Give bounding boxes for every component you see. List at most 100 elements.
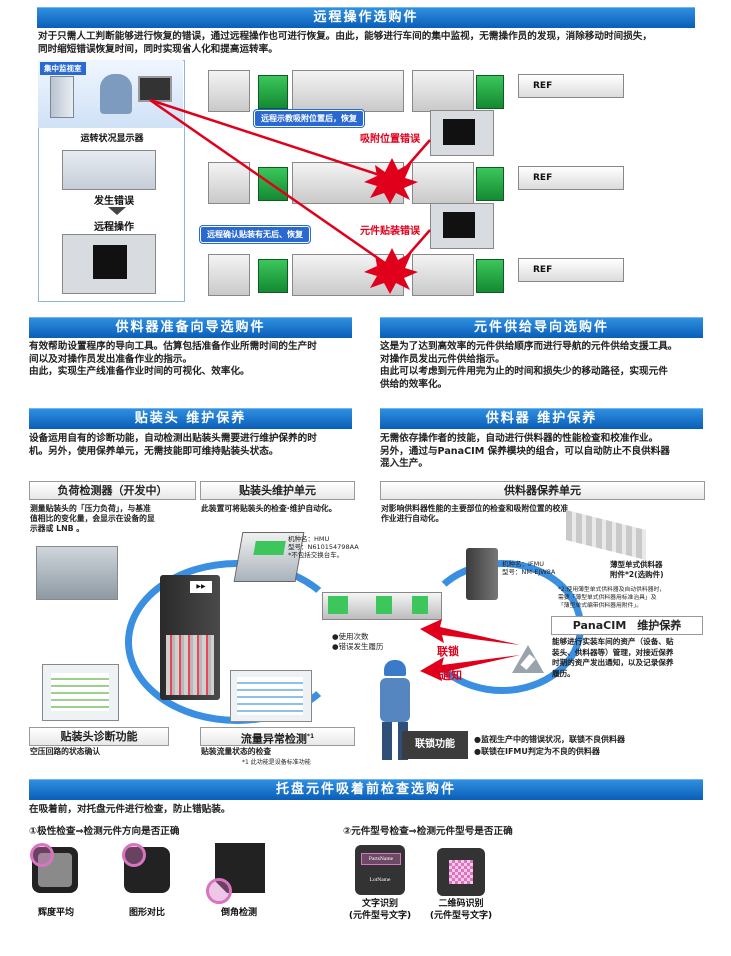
diag-title: 贴装头诊断功能 [29,727,169,746]
head-model-line3: *不包括交换台车。 [288,551,344,559]
remote-desc: 对于只需人工判断能够进行恢复的错误，通过远程操作也可进行恢复。由此，能够进行车间… [38,31,718,56]
flow-screen [230,670,312,722]
tape-feeder-label: 薄型单式供料器 附件*2(选购件) [610,560,700,580]
flow-desc: 贴装流量状态的检查 [201,747,272,756]
supply-guide-line2: 对操作员发出元件供给指示。 [380,353,505,365]
brightness-average-icon [30,843,78,893]
ref-label-1: REF [518,74,624,98]
diag-screen [42,664,119,721]
panacim-line1: 能够进行实装车间的资产（设备、贴 [552,637,674,646]
interlock-func-badge: 联锁功能 [402,731,468,759]
status-display-screen [62,150,156,190]
qr-recognition-icon [437,848,485,896]
head-model-line2: 型号：N610154798AA [288,543,359,551]
qr-recognition-label: 二维码识别 (元件型号文字) [421,898,501,922]
supply-guide-line1: 这是为了达到高效率的元件供给顺序而进行导航的元件供给支援工具。 [380,341,678,352]
text-recognition-label: 文字识别 (元件型号文字) [340,898,420,922]
model-check-label: ②元件型号检查⇒检测元件型号是否正确 [343,826,513,837]
chamfer-detect-label: 倒角检测 [220,908,257,918]
feeder-maint-desc: 无需依存操作者的技能，自动进行供料器的性能检查和校准作业。 另外，通过与Pana… [380,433,720,471]
head-unit-title: 贴装头维护单元 [200,481,355,500]
part-name-text: PartsName [361,853,401,865]
flow-title-text: 流量异常检测 [240,732,307,746]
interlock-label: 联锁 [437,645,459,658]
load-desc-line3: 示器或 LNB 。 [30,524,85,533]
remote-op-screen [62,234,156,294]
arrow-down-icon [108,207,126,215]
notify-label: 通知 [440,669,462,682]
panacim-line4: 履历。 [552,668,575,678]
tag-remote-confirm: 远程确认贴装有无后、恢复 [200,226,310,243]
remote-op-label: 远程操作 [94,222,134,233]
remote-desc-line2: 同时缩短错误恢复时间，同时实现省人化和提高运转率。 [38,43,278,55]
load-desc-line1: 测量贴装头的「压力负荷」，与基准 [30,504,151,513]
tray-desc: 在吸着前，对托盘元件进行检查，防止错贴装。 [29,804,231,815]
placement-error-label: 元件贴装错误 [360,226,420,237]
head-maint-line1: 设备运用自有的诊断功能，自动检测出贴装头需要进行维护保养的时 [29,433,317,444]
feeder-maint-title: 供料器 维护保养 [380,408,703,429]
interlock-arrows [420,619,520,681]
remote-section-title: 远程操作选购件 [37,7,695,28]
diag-desc: 空压回路的状态确认 [30,747,101,756]
head-maint-line2: 机。另外，使用保养单元，无需技能即可维持贴装头状态。 [29,445,279,457]
feeder-unit-desc: 对影响供料器性能的主要部位的检查和吸附位置的校准 作业进行自动化。 [381,504,681,524]
error-screen-1 [430,110,494,156]
feeder-prep-line2: 间以及对操作员发出准备作业的指示。 [29,353,193,365]
panacim-desc: 能够进行实装车间的资产（设备、贴 装头、供料器等）管理，对接近保养 时期的资产发… [552,637,712,679]
feeder-unit-line2: 作业进行自动化。 [381,514,444,523]
feeder-prep-line1: 有效帮助设置程序的导向工具。估算包括准备作业所需时间的生产时 [29,341,317,352]
lot-name-text: LotName [369,877,391,883]
head-unit-desc: 此装置可将贴装头的检查·维护自动化。 [201,504,337,513]
panacim-title: PanaCIM 维护保养 [551,616,703,635]
error-history-label: ●错误发生履历 [332,642,384,651]
control-room-label: 集中监视室 [40,62,86,75]
ref-label-3: REF [518,258,624,282]
error-label: 发生错误 [94,196,134,207]
ifmu-unit [466,548,498,600]
supply-guide-title: 元件供给导向选购件 [380,317,703,338]
feeder-maint-line1: 无需依存操作者的技能，自动进行供料器的性能检查和校准作业。 [380,433,659,444]
feeder-unit-title: 供料器保养单元 [380,481,705,500]
feeder-records: ●使用次数 ●错误发生履历 [332,632,384,652]
tray-title: 托盘元件吸着前检查选购件 [29,779,703,800]
feeder-prep-desc: 有效帮助设置程序的导向工具。估算包括准备作业所需时间的生产时 间以及对操作员发出… [29,341,369,379]
feeder-prep-line3: 由此，实现生产线准备作业时间的可视化、效率化。 [29,366,250,377]
note-line2: 需要「薄型单式供料器用标准治具」及 [558,595,657,601]
load-detector-title: 负荷检测器（开发中） [29,481,196,500]
interlock-func-line2: ●联锁在IFMU判定为不良的供料器 [474,747,600,756]
ref-label-2: REF [518,166,624,190]
tape-feeder-note: *2:使用薄型单式供料器及自动供料器时， 需要「薄型单式供料器用标准治具」及 「… [558,586,708,610]
note-line1: *2:使用薄型单式供料器及自动供料器时， [558,587,666,593]
server-tower [50,76,74,118]
production-line-image [322,578,442,628]
chamfer-marker [206,878,232,904]
ifmu-model-line1: 机种名：IFMU [502,560,545,568]
flow-note: *1 此功能是设备标准功能 [242,759,311,766]
used-count-label: ●使用次数 [332,632,369,641]
error-screen-2 [430,203,494,249]
qr-recog-sub: (元件型号文字) [429,911,493,921]
supply-guide-desc: 这是为了达到高效率的元件供给顺序而进行导航的元件供给支援工具。 对操作员发出元件… [380,341,720,391]
flow-title: 流量异常检测*1 [200,727,355,746]
remote-link-lines [149,98,431,294]
panacim-line2: 装头、供料器等）管理，对接近保养 [552,647,674,657]
supply-guide-line3: 由此可以考虑到元件用完为止的时间和损失少的移动路径，实现元件 [380,366,668,377]
panacim-line3: 时期的资产发出通知，以及记录保养 [552,658,674,667]
tools-icon [512,645,544,673]
tape-feeder-line2: 附件*2(选购件) [610,570,664,579]
supply-guide-line4: 供给的效率化。 [380,378,448,390]
pickup-error-label: 吸附位置错误 [360,134,420,145]
machine-line-1: REF [200,60,630,122]
remote-desc-line1: 对于只需人工判断能够进行恢复的错误，通过远程操作也可进行恢复。由此，能够进行车间… [38,31,652,42]
interlock-func-desc: ●监视生产中的错误状况，联锁不良供料器 ●联锁在IFMU判定为不良的供料器 [474,734,714,758]
flow-title-sup: *1 [306,733,315,740]
head-model-line1: 机种名：HMU [288,535,330,543]
operator-tablet-figure [372,660,418,760]
display-label: 运转状况显示器 [80,134,144,144]
polarity-check-label: ①极性检查⇒检测元件方向是否正确 [29,826,180,837]
text-recog-sub: (元件型号文字) [348,911,412,921]
text-recog-title: 文字识别 [361,899,398,909]
tag-remote-teach: 远程示教吸附位置后，恢复 [254,110,364,127]
ifmu-model-line2: 型号：NM-EJW8A [502,568,556,576]
operator-figure [100,74,132,114]
